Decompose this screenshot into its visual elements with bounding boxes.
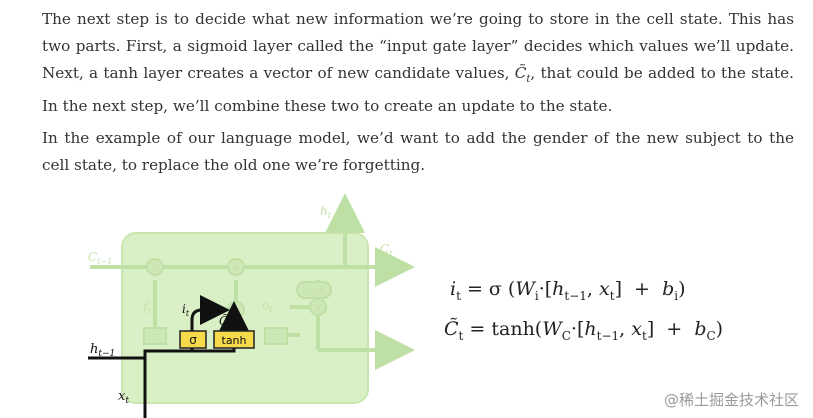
label-it: it — [182, 302, 190, 318]
candidate-tanh-label: tanh — [222, 334, 247, 347]
label-ct-right: Ct — [380, 242, 393, 258]
faded-sigma-label-2: σ — [273, 330, 280, 343]
faded-tanh-op — [296, 281, 332, 299]
label-ot: ot — [262, 298, 273, 314]
faded-times-symbol: × — [150, 261, 159, 274]
label-ht-top: ht — [320, 204, 332, 220]
faded-sigma-label: σ — [152, 330, 159, 343]
input-gate-sigma-label: σ — [189, 333, 197, 347]
equation-input-gate: it = σ (Wi·[ht−1, xt] + bi) — [450, 278, 686, 303]
output-gate-box — [264, 327, 288, 345]
state-add-op — [227, 258, 245, 276]
watermark: @稀土掘金技术社区 — [663, 391, 799, 409]
label-ft: ft — [142, 300, 151, 316]
paragraph-text: , that could be added to the state. In t… — [42, 64, 794, 116]
label-ct-minus1: Ct−1 — [88, 250, 112, 266]
input-gate-sigma-box — [179, 330, 207, 349]
label-ht-minus1: ht−1 — [90, 342, 115, 359]
lstm-input-gate-diagram: × + × × tanh σ σ ht Ct−1 Ct ht ft ot σ t… — [88, 193, 415, 418]
label-xt: xt — [118, 389, 129, 406]
faded-times-symbol-3: × — [313, 301, 322, 314]
forget-multiply-op — [146, 258, 164, 276]
paragraph-text: The next step is to decide what new info… — [42, 10, 794, 82]
candidate-symbol: C̃t — [514, 64, 531, 86]
faded-tanh-label: tanh — [303, 286, 326, 297]
candidate-tanh-box — [213, 330, 255, 349]
forget-gate-box — [143, 327, 167, 345]
label-ht-right: ht — [382, 334, 394, 350]
lstm-cell-box — [121, 232, 369, 404]
label-ctilde: C̃t — [219, 313, 232, 330]
equation-candidate: C̃t = tanh(WC·[ht−1, xt] + bC) — [444, 318, 724, 343]
paragraph-input-gate: The next step is to decide what new info… — [42, 6, 794, 120]
paragraph-language-model: In the example of our language model, we… — [42, 129, 794, 174]
faded-plus-symbol: + — [231, 261, 240, 274]
